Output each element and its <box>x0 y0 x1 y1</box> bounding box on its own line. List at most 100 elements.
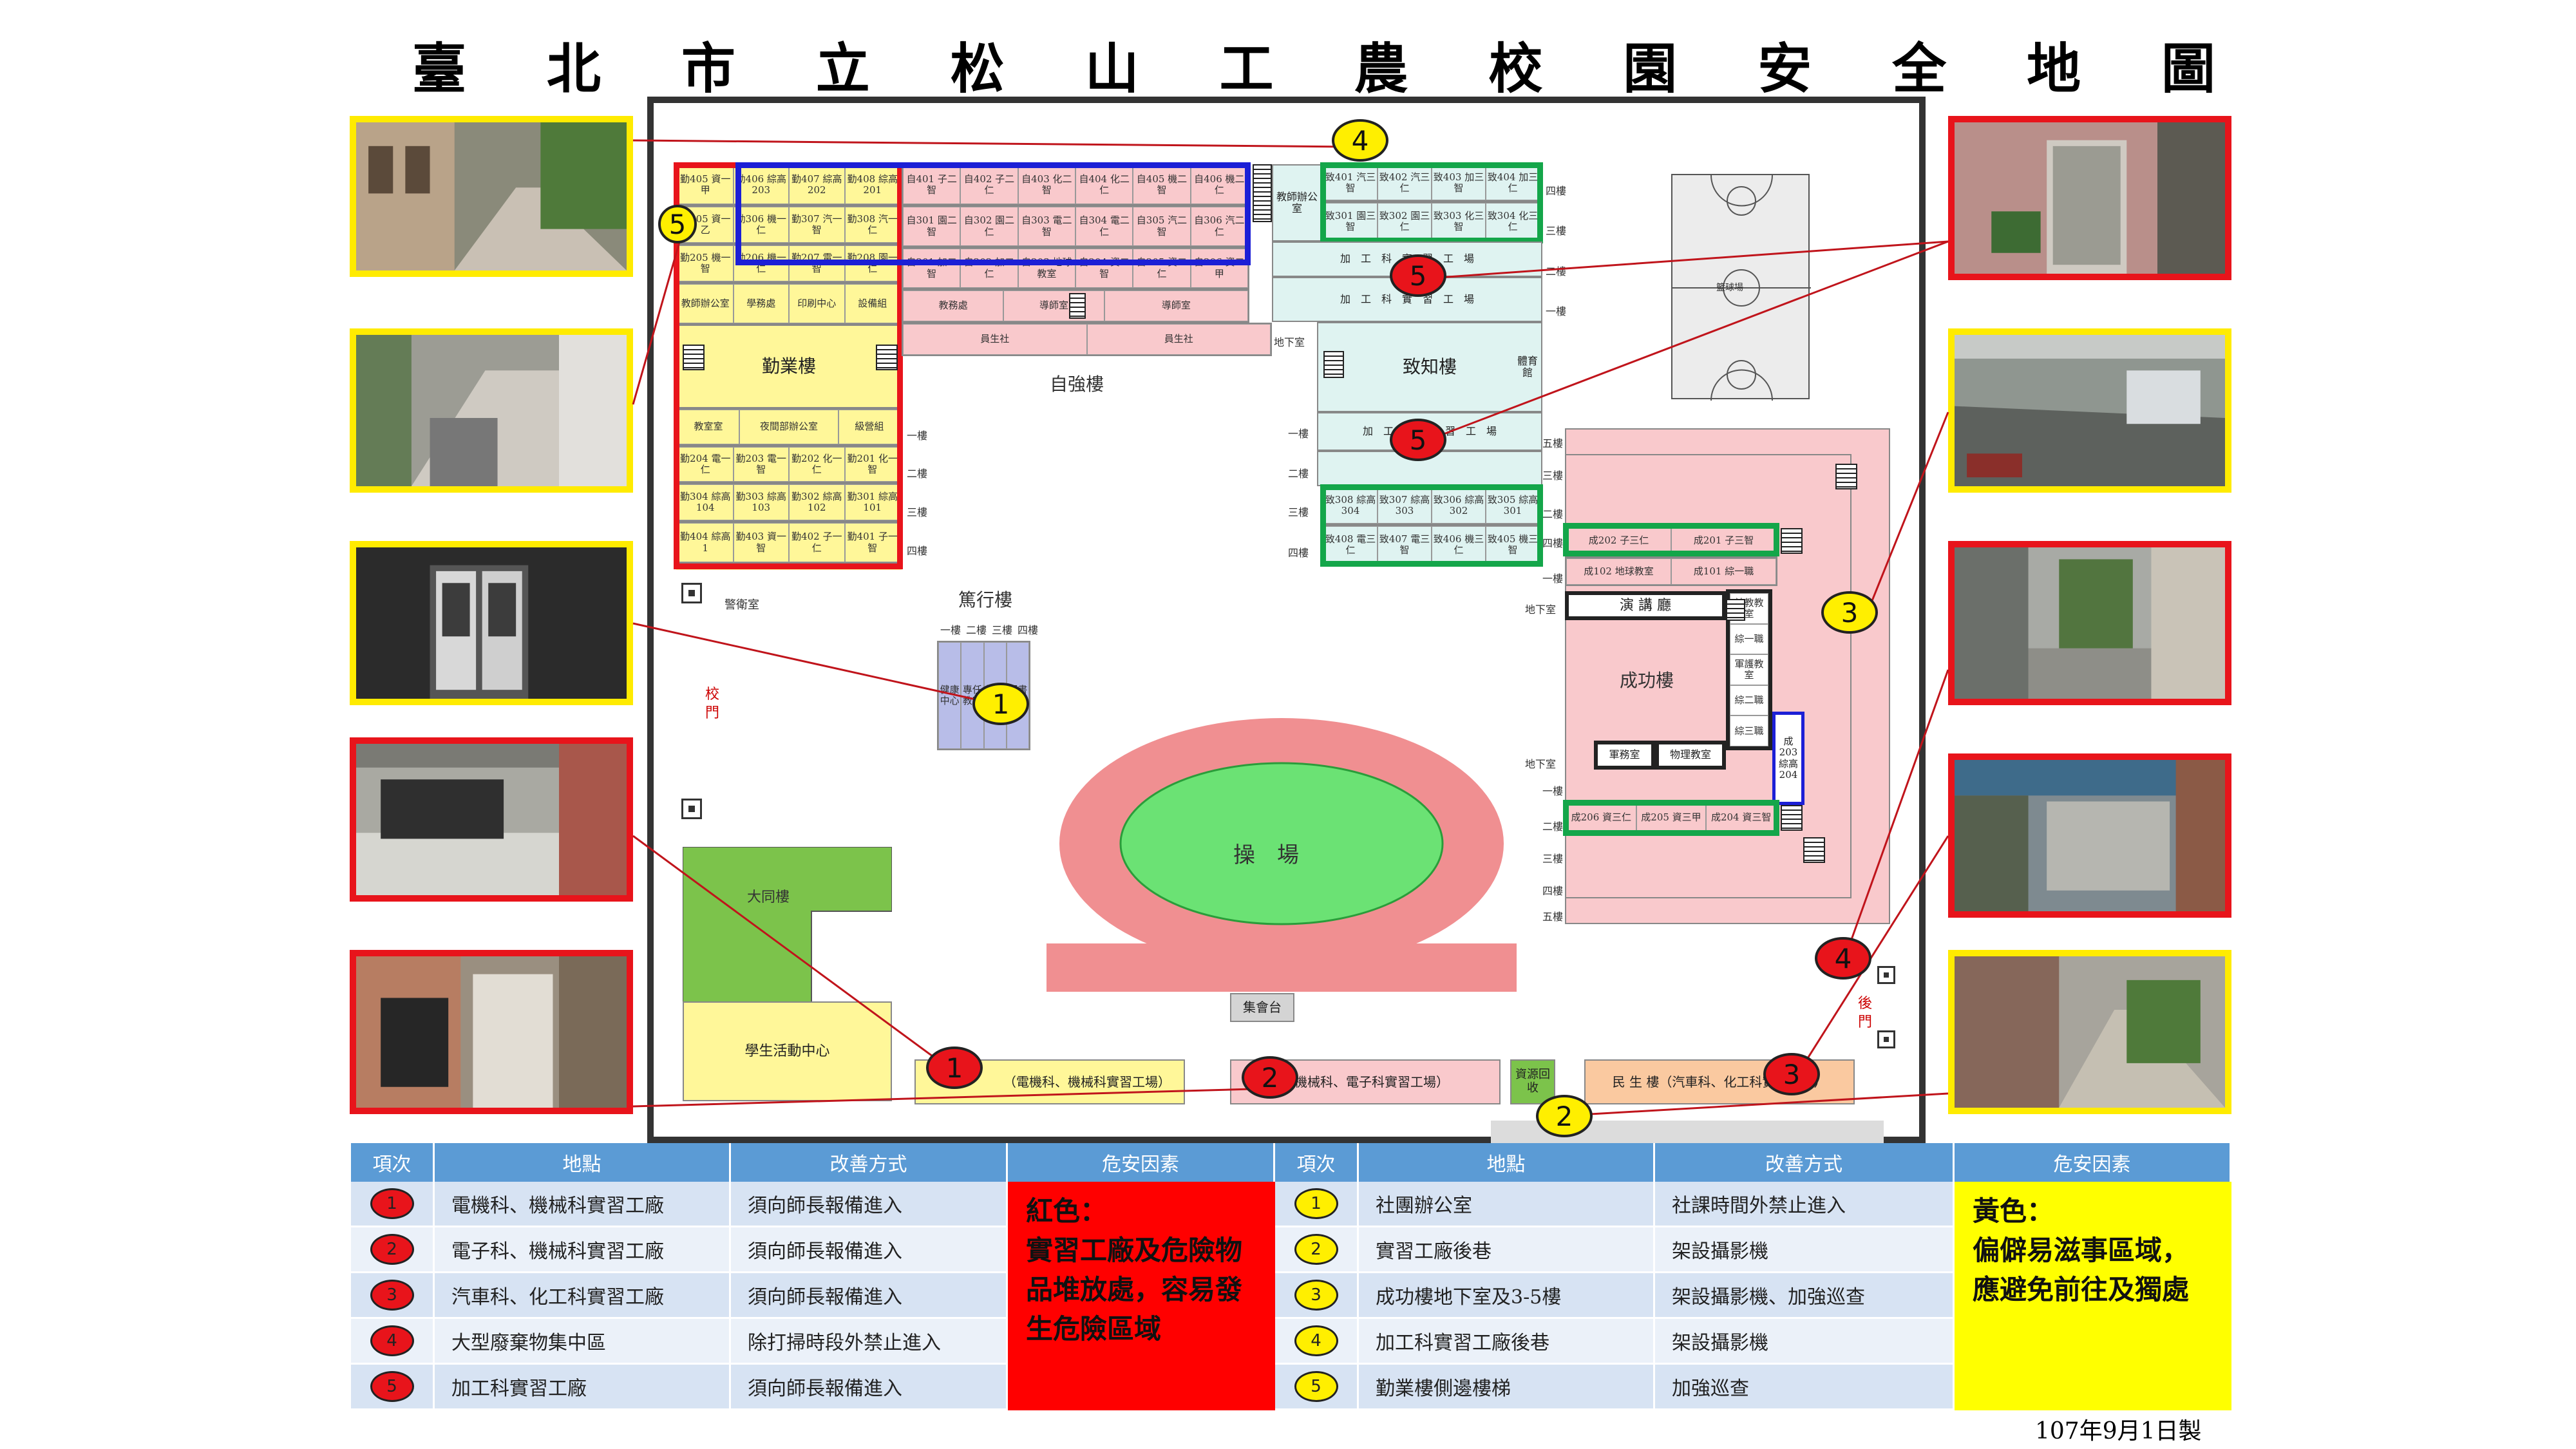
chenggong-blue: 成203 綜高204 <box>1772 712 1804 805</box>
floor-label: 一樓 <box>1288 428 1309 440</box>
table-cell-place: 社團辦公室 <box>1359 1182 1655 1227</box>
table-cell-place: 電機科、機械科實習工廠 <box>435 1182 731 1227</box>
table-header: 改善方式 <box>731 1143 1008 1182</box>
table-cell-fix: 架設攝影機 <box>1655 1319 1955 1365</box>
room-cell: 綜一職 <box>1730 623 1768 655</box>
floor-label: 四樓 <box>1018 624 1039 636</box>
room-cell: 勤302 綜高102 <box>789 484 845 520</box>
table-header: 地點 <box>435 1143 731 1182</box>
chenggong-stair <box>1726 599 1745 621</box>
room-cell: 員生社 <box>903 324 1087 355</box>
yellow-marker-2: 2 <box>1536 1095 1593 1137</box>
table-cell-place: 加工科實習工廠 <box>435 1365 731 1410</box>
floor-label: 三樓 <box>1542 853 1564 865</box>
ziqiang-floor0: 員生社員生社 <box>902 323 1272 356</box>
qinye-stair <box>876 345 898 370</box>
yellow-marker-4: 4 <box>1332 119 1388 162</box>
table-cell-fix: 社課時間外禁止進入 <box>1655 1182 1955 1227</box>
title-char: 北 <box>546 36 601 100</box>
room-cell: 成101 綜一職 <box>1671 558 1776 585</box>
qinye-floor2: 教師辦公室學務處印刷中心設備組 <box>676 283 902 325</box>
assembly-stage: 集會台 <box>1230 993 1294 1022</box>
room-cell: 致403 加三智 <box>1432 166 1486 200</box>
room-cell: 印刷中心 <box>789 284 845 323</box>
yellow-legend-marker: 3 <box>1294 1280 1338 1311</box>
title-char: 工 <box>1219 36 1274 100</box>
duxing-label: 篤行樓 <box>958 589 1013 611</box>
room-cell: 自301 園二智 <box>903 207 961 246</box>
footer-date: 107年9月1日製 <box>2035 1418 2202 1444</box>
yellow-legend-marker: 2 <box>1294 1234 1338 1265</box>
table-cell-fix: 架設攝影機 <box>1655 1227 1955 1273</box>
table-cell-place: 電子科、機械科實習工廠 <box>435 1227 731 1273</box>
qinye-l2: 勤204 電一仁勤203 電一智勤202 化一仁勤201 化一智 <box>676 446 902 483</box>
table-header: 危安因素 <box>1955 1143 2231 1182</box>
table-cell-fix: 加強巡查 <box>1655 1365 1955 1410</box>
table-cell-place: 大型廢棄物集中區 <box>435 1319 731 1365</box>
photo-red-4 <box>1948 753 2231 918</box>
table-cell-place: 成功樓地下室及3-5樓 <box>1359 1273 1655 1319</box>
yellow-legend-marker: 4 <box>1294 1325 1338 1356</box>
ziqiang-label: 自強樓 <box>1050 374 1104 395</box>
zhizhi-main: 致知樓 <box>1317 322 1542 412</box>
room-cell: 夜間部辦公室 <box>739 410 838 444</box>
guard-icon <box>681 583 702 603</box>
red-legend-marker: 3 <box>370 1280 414 1311</box>
room-cell: 自304 電二仁 <box>1075 207 1133 246</box>
title-char: 臺 <box>412 36 467 100</box>
title-char: 松 <box>950 36 1005 100</box>
student-center: 學生活動中心 <box>683 1001 892 1101</box>
basement-label-1: 地下室 <box>1274 336 1305 348</box>
room-cell: 教務處 <box>903 290 1004 321</box>
room-cell: 學務處 <box>733 284 789 323</box>
qinye-stair <box>683 345 705 370</box>
photo-red-3 <box>1948 541 2231 705</box>
chenggong-stair <box>1781 805 1803 831</box>
red-marker-5: 5 <box>1390 419 1446 461</box>
title-char: 園 <box>1623 36 1678 100</box>
chenggong-stair <box>1803 837 1825 863</box>
chenggong-green-bottom <box>1563 800 1779 836</box>
table-cell-fix: 須向師長報備進入 <box>731 1227 1008 1273</box>
page-title: 臺北市立松山工農校園安全地圖 <box>412 29 2215 100</box>
red-marker-4: 4 <box>1815 937 1871 980</box>
zhizhi-green-zone <box>1320 162 1543 243</box>
back-gate-label: 後門 <box>1858 996 1873 1030</box>
table-cell-fix: 除打掃時段外禁止進入 <box>731 1319 1008 1365</box>
room-cell: 綜三職 <box>1730 715 1768 746</box>
table-cell-no: 3 <box>1275 1273 1359 1319</box>
chenggong-label: 成功樓 <box>1620 670 1674 691</box>
photo-yellow-3 <box>1948 328 2231 493</box>
photo-red-5 <box>1948 116 2231 280</box>
room-cell: 勤203 電一智 <box>733 447 789 482</box>
yellow-marker-5: 5 <box>658 205 697 243</box>
basement-label-3: 地下室 <box>1525 758 1557 770</box>
backgate-icon <box>1877 1030 1895 1048</box>
photo-red-2 <box>350 950 633 1114</box>
table-header: 改善方式 <box>1655 1143 1955 1182</box>
table-cell-no: 5 <box>1275 1365 1359 1410</box>
photo-yellow-1 <box>350 541 633 705</box>
table-header: 項次 <box>1275 1143 1359 1182</box>
qinye-mid: 教室室夜間部辦公室級營組 <box>676 408 902 446</box>
yellow-legend-marker: 1 <box>1294 1188 1338 1219</box>
room-cell: 勤306 機一仁 <box>733 207 789 243</box>
room-cell: 自305 汽二智 <box>1133 207 1191 246</box>
table-header: 項次 <box>351 1143 435 1182</box>
guard-room: 警衛室 <box>724 598 759 612</box>
table-cell-place: 加工科實習工廠後巷 <box>1359 1319 1655 1365</box>
floor-label: 四樓 <box>1288 547 1309 559</box>
gate-icon <box>681 799 702 819</box>
playground <box>1056 715 1507 998</box>
red-legend-marker: 1 <box>370 1188 414 1219</box>
room-cell: 軍護教室 <box>1730 654 1768 685</box>
red-legend-marker: 5 <box>370 1371 414 1402</box>
table-cell-fix: 須向師長報備進入 <box>731 1273 1008 1319</box>
floor-label: 四樓 <box>1542 537 1564 549</box>
floor-label: 二樓 <box>1288 468 1309 480</box>
title-char: 立 <box>815 36 870 100</box>
table-cell-place: 實習工廠後巷 <box>1359 1227 1655 1273</box>
military-room: 軍務室 <box>1594 741 1655 770</box>
basketball-label: 籃球場 <box>1716 283 1743 293</box>
